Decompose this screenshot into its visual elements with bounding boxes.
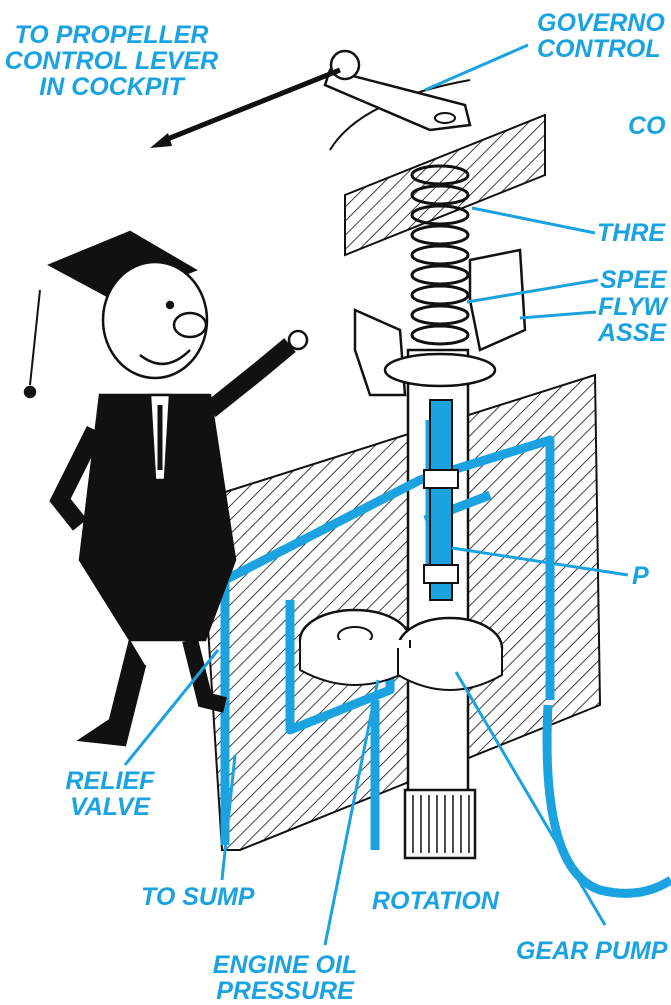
pilot-valve <box>423 399 459 601</box>
label-speeder-spring: SPEE <box>600 266 667 294</box>
label-flyweight-line-2: ASSE <box>598 319 667 347</box>
label-rotation: ROTATION <box>372 887 499 915</box>
label-flyweight: FLYW ASSE <box>598 294 667 346</box>
label-gear-pump: GEAR PUMP <box>516 937 668 965</box>
control-lever <box>150 49 472 148</box>
label-governor-control-line-1: GOVERNO <box>537 9 665 37</box>
professor-character <box>23 230 309 747</box>
label-to-propeller: TO PROPELLER CONTROL LEVER IN COCKPIT <box>4 22 219 100</box>
label-to-propeller-line-3: IN COCKPIT <box>39 73 184 101</box>
speeder-spring <box>410 164 470 346</box>
label-relief-valve-line-1: RELIEF <box>65 767 155 795</box>
label-flyweight-line-1: FLYW <box>598 293 667 321</box>
label-engine-oil-line-2: PRESSURE <box>216 977 354 1005</box>
label-governor-control-line-2: CONTROL <box>537 35 661 63</box>
label-relief-valve-line-2: VALVE <box>69 793 151 821</box>
leader-lines <box>123 43 629 946</box>
label-engine-oil-pressure: ENGINE OIL PRESSURE <box>195 952 375 1004</box>
label-engine-oil-line-1: ENGINE OIL <box>212 951 358 979</box>
label-to-propeller-line-1: TO PROPELLER <box>14 21 209 49</box>
label-relief-valve: RELIEF VALVE <box>55 768 165 820</box>
label-threaded: THRE <box>597 219 666 247</box>
label-co: CO <box>628 112 666 140</box>
label-pilot-valve: P <box>632 562 649 590</box>
label-governor-control: GOVERNO CONTROL <box>537 10 665 62</box>
label-to-sump: TO SUMP <box>141 883 255 911</box>
flyweight-assembly <box>353 248 527 397</box>
gear-pump-gears <box>298 608 504 691</box>
drive-shaft <box>403 348 477 860</box>
label-to-propeller-line-2: CONTROL LEVER <box>4 47 219 75</box>
